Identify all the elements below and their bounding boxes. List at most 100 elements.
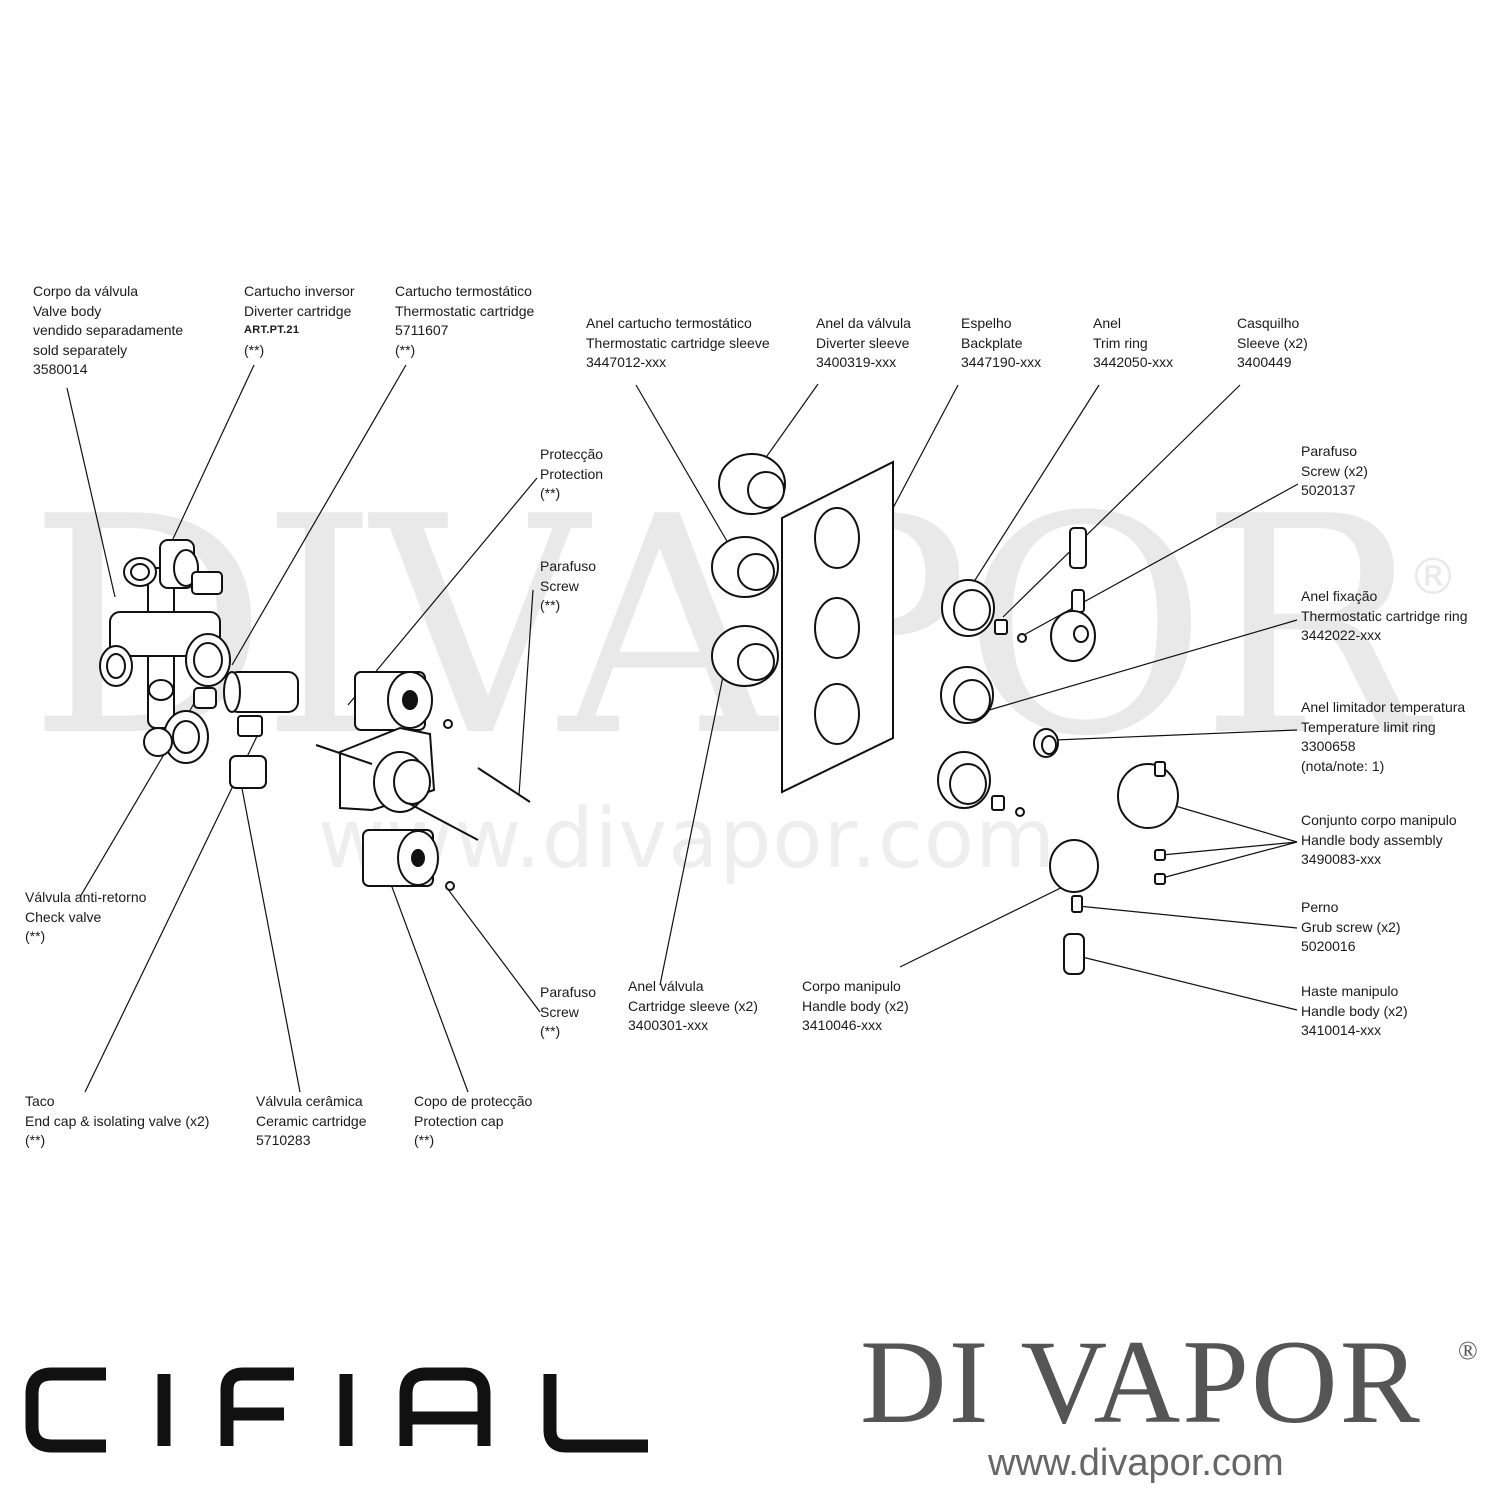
label-end-cap: Taco End cap & isolating valve (x2) (**) xyxy=(25,1092,209,1151)
leader-anel-fixacao xyxy=(978,619,1298,714)
label-diverter-sleeve: Anel da válvula Diverter sleeve 3400319-… xyxy=(816,314,911,373)
label-line: sold separately xyxy=(33,341,128,358)
label-part-number: 3400319-xxx xyxy=(816,354,897,371)
label-line: Copo de protecção xyxy=(414,1093,533,1109)
label-thermostatic-cartridge-ring: Anel fixação Thermostatic cartridge ring… xyxy=(1301,587,1468,646)
label-line: Temperature limit ring xyxy=(1301,718,1436,735)
label-screw-x2: Parafuso Screw (x2) 5020137 xyxy=(1301,442,1368,501)
label-part-number: ART.PT.21 xyxy=(244,324,300,337)
label-line: Diverter cartridge xyxy=(244,302,352,319)
valve-body-assembly xyxy=(99,539,299,789)
label-part-number: 3442022-xxx xyxy=(1301,627,1382,644)
label-line: Screw xyxy=(540,1003,579,1020)
label-line: Thermostatic cartridge ring xyxy=(1301,607,1468,624)
label-check-valve: Válvula anti-retorno Check valve (**) xyxy=(25,888,146,947)
leader-cartucho-inversor xyxy=(171,364,255,542)
leader-haste-manipulo xyxy=(1077,955,1298,1011)
label-part-number: 3410014-xxx xyxy=(1301,1022,1382,1039)
label-note: (**) xyxy=(540,485,561,502)
label-handle-stem: Haste manipulo Handle body (x2) 3410014-… xyxy=(1301,982,1408,1041)
leader-anel-valvula xyxy=(659,651,729,986)
label-line: Perno xyxy=(1301,899,1339,915)
label-line: Espelho xyxy=(961,315,1012,331)
label-line: Grub screw (x2) xyxy=(1301,918,1401,935)
label-line: Backplate xyxy=(961,334,1023,351)
label-temperature-limit-ring: Anel limitador temperatura Temperature l… xyxy=(1301,698,1465,776)
label-backplate: Espelho Backplate 3447190-xxx xyxy=(961,314,1041,373)
leader-anel-diverter xyxy=(761,383,819,464)
label-line: Screw xyxy=(540,577,579,594)
label-note: (**) xyxy=(540,1023,561,1040)
leader-taco xyxy=(84,729,261,1093)
label-line: Anel da válvula xyxy=(816,315,911,331)
leader-anel-limitador xyxy=(1054,729,1298,741)
leader-anel-cartucho xyxy=(635,384,736,556)
label-part-number: 5711607 xyxy=(395,322,449,339)
label-line: Valve body xyxy=(33,302,102,319)
label-part-number: 3490083-xxx xyxy=(1301,851,1382,868)
label-part-number: 3447190-xxx xyxy=(961,354,1042,371)
label-protection: Protecção Protection (**) xyxy=(540,445,603,504)
label-screw-top: Parafuso Screw (**) xyxy=(540,557,596,616)
leader-conjunto-a xyxy=(1171,804,1298,843)
label-note: (nota/note: 1) xyxy=(1301,757,1385,774)
label-cartridge-sleeve: Anel válvula Cartridge sleeve (x2) 34003… xyxy=(628,977,758,1036)
label-line: Cartridge sleeve (x2) xyxy=(628,997,758,1014)
leader-lines xyxy=(66,364,1299,1093)
label-line: Sleeve (x2) xyxy=(1237,334,1308,351)
label-line: Parafuso xyxy=(540,984,597,1000)
leader-perno xyxy=(1077,905,1298,929)
leader-conjunto-c xyxy=(1161,841,1298,879)
label-line: Handle body (x2) xyxy=(802,997,909,1014)
label-part-number: 5020137 xyxy=(1301,482,1356,499)
label-line: Casquilho xyxy=(1237,315,1300,331)
label-line: Handle body (x2) xyxy=(1301,1002,1408,1019)
label-line: Anel limitador temperatura xyxy=(1301,699,1466,715)
label-note: (**) xyxy=(540,597,561,614)
leader-proteccao xyxy=(347,477,538,706)
label-part-number: 5710283 xyxy=(256,1132,311,1149)
label-line: Diverter sleeve xyxy=(816,334,910,351)
divapor-url: www.divapor.com xyxy=(988,1442,1284,1484)
label-screw-bottom: Parafuso Screw (**) xyxy=(540,983,596,1042)
label-line: Cartucho termostático xyxy=(395,283,532,299)
label-line: Handle body assembly xyxy=(1301,831,1443,848)
label-part-number: 5020016 xyxy=(1301,938,1356,955)
label-line: Anel válvula xyxy=(628,978,704,994)
label-part-number: 3580014 xyxy=(33,361,88,378)
label-line: Anel xyxy=(1093,315,1122,331)
label-line: Cartucho inversor xyxy=(244,283,355,299)
divapor-registered-mark: ® xyxy=(1458,1336,1478,1365)
label-note: (**) xyxy=(414,1132,435,1149)
label-line: Válvula anti-retorno xyxy=(25,889,147,905)
label-line: Protecção xyxy=(540,446,604,462)
label-valve-body: Corpo da válvula Valve body vendido sepa… xyxy=(33,282,183,380)
label-diverter-cartridge: Cartucho inversor Diverter cartridge ART… xyxy=(244,282,355,360)
label-handle-body: Corpo manipulo Handle body (x2) 3410046-… xyxy=(802,977,909,1036)
leader-corpo-manipulo xyxy=(899,875,1086,968)
protection-assembly xyxy=(315,671,531,891)
label-line: Protection cap xyxy=(414,1112,504,1129)
cifial-logo xyxy=(25,1367,648,1453)
divapor-logo-text: DI VAPOR xyxy=(860,1315,1422,1448)
label-line: Válvula cerâmica xyxy=(256,1093,363,1109)
leader-casquilho xyxy=(1002,384,1241,618)
label-line: Taco xyxy=(25,1093,55,1109)
label-line: Protection xyxy=(540,465,604,482)
label-part-number: 3442050-xxx xyxy=(1093,354,1174,371)
leader-valvula-ceramica xyxy=(239,777,301,1093)
label-protection-cap: Copo de protecção Protection cap (**) xyxy=(414,1092,532,1151)
leader-cartucho-termostatico xyxy=(231,364,407,666)
label-line: Check valve xyxy=(25,908,102,925)
rings-and-handles xyxy=(937,527,1179,975)
label-line: Ceramic cartridge xyxy=(256,1112,367,1129)
label-line: Thermostatic cartridge sleeve xyxy=(586,334,770,351)
label-line: End cap & isolating valve (x2) xyxy=(25,1112,210,1129)
label-note: (**) xyxy=(25,1132,46,1149)
label-line: Haste manipulo xyxy=(1301,983,1399,999)
label-part-number: 3410046-xxx xyxy=(802,1017,883,1034)
label-line: Anel cartucho termostático xyxy=(586,315,752,331)
label-part-number: 3400301-xxx xyxy=(628,1017,709,1034)
sleeves-and-backplate xyxy=(711,453,894,794)
watermark-registered-mark: ® xyxy=(1408,548,1458,606)
